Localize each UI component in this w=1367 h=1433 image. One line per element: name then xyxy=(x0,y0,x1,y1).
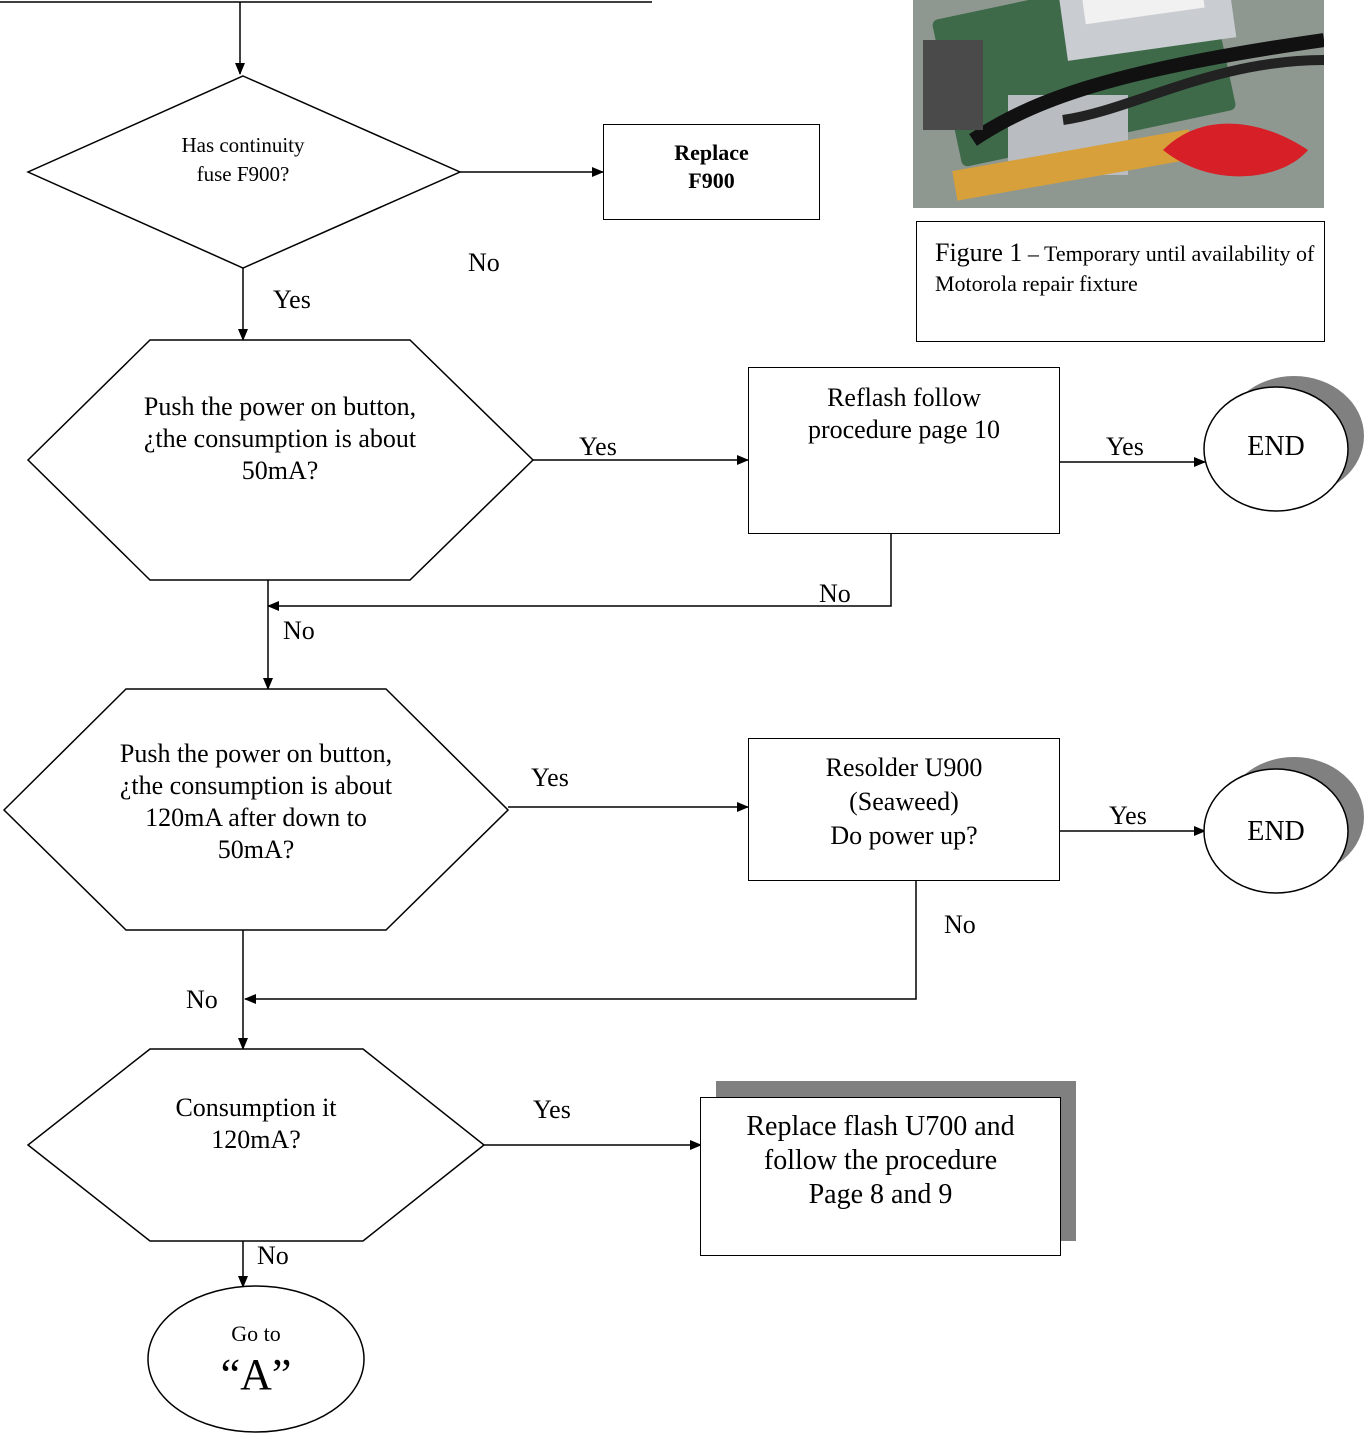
resolder-line2: (Seaweed) xyxy=(849,787,959,816)
goto-line2: “A” xyxy=(220,1350,292,1399)
decision-120ma-down-line2: ¿the consumption is about xyxy=(119,771,393,800)
figure-caption: Figure 1 – Temporary until availability … xyxy=(916,221,1325,342)
goto-line1: Go to xyxy=(231,1321,281,1346)
arrow-r3-no xyxy=(244,881,917,1004)
label-d4-no: No xyxy=(257,1241,289,1270)
decision-50ma-line2: ¿the consumption is about xyxy=(143,424,417,453)
decision-hexagon-120ma xyxy=(26,1048,486,1242)
decision-fuse-text: Has continuity fuse F900? xyxy=(143,131,343,189)
decision-120ma-down-text: Push the power on button, ¿the consumpti… xyxy=(76,738,436,866)
caption-text: – Temporary until availability of Motoro… xyxy=(935,241,1315,296)
decision-120ma-down-line1: Push the power on button, xyxy=(119,739,393,768)
reflash-line1: Reflash follow xyxy=(827,383,981,412)
decision-50ma-line1: Push the power on button, xyxy=(143,392,417,421)
label-r3-no: No xyxy=(944,910,976,939)
replace-flash-line1: Replace flash U700 and xyxy=(746,1111,1015,1142)
decision-120ma-line2: 120mA? xyxy=(211,1125,301,1154)
decision-120ma-text: Consumption it 120mA? xyxy=(126,1092,386,1156)
replace-flash-line2: follow the procedure xyxy=(763,1145,998,1176)
resolder-box: Resolder U900 (Seaweed) Do power up? xyxy=(748,738,1060,881)
circuit-board-photo xyxy=(913,0,1324,208)
decision-120ma-down-line3: 120mA after down to xyxy=(145,803,367,832)
decision-fuse-line2: fuse F900? xyxy=(196,162,290,186)
decision-diamond-fuse xyxy=(26,75,462,269)
label-d1-yes: Yes xyxy=(273,285,311,314)
replace-f900-box: Replace F900 xyxy=(603,124,820,220)
end-terminator-2 xyxy=(1203,768,1349,894)
decision-50ma-text: Push the power on button, ¿the consumpti… xyxy=(100,391,460,487)
reflash-line2: procedure page 10 xyxy=(807,415,1001,444)
label-d3-yes: Yes xyxy=(531,763,569,792)
decision-50ma-line3: 50mA? xyxy=(241,456,319,485)
label-r2-no: No xyxy=(819,579,851,608)
end-label-1: END xyxy=(1247,431,1305,462)
decision-hexagon-50ma xyxy=(26,339,535,581)
resolder-line3: Do power up? xyxy=(830,821,978,850)
label-d2-no: No xyxy=(283,616,315,645)
replace-flash-box: Replace flash U700 and follow the proced… xyxy=(700,1097,1061,1256)
label-d1-no: No xyxy=(468,248,500,277)
decision-120ma-down-line4: 50mA? xyxy=(217,835,295,864)
label-d3-no: No xyxy=(186,985,218,1014)
replace-flash-line3: Page 8 and 9 xyxy=(808,1179,953,1210)
resolder-line1: Resolder U900 xyxy=(825,753,983,782)
reflash-box: Reflash follow procedure page 10 xyxy=(748,367,1060,534)
caption-prefix: Figure 1 xyxy=(935,238,1023,267)
decision-120ma-line1: Consumption it xyxy=(175,1093,337,1122)
label-r2-yes: Yes xyxy=(1106,432,1144,461)
decision-fuse-line1: Has continuity xyxy=(181,133,305,157)
goto-connector xyxy=(147,1285,365,1433)
end-label-2: END xyxy=(1247,816,1305,847)
arrow-r2-no xyxy=(267,534,892,611)
replace-f900-line1: Replace xyxy=(674,140,749,165)
label-d2-yes: Yes xyxy=(579,432,617,461)
label-d4-yes: Yes xyxy=(533,1095,571,1124)
end-terminator-1 xyxy=(1203,386,1349,512)
decision-hexagon-120ma-down xyxy=(2,688,510,931)
label-r3-yes: Yes xyxy=(1109,801,1147,830)
replace-f900-line2: F900 xyxy=(688,168,735,193)
